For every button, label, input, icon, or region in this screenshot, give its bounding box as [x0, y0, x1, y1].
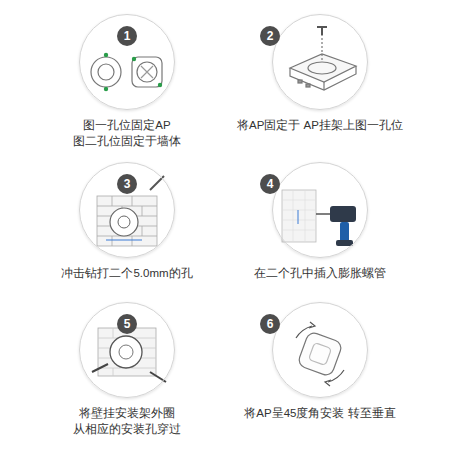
step-circle: 1图一孔位固定AP 图二孔位固定于墙体	[79, 14, 175, 110]
step-caption: 冲击钻打二个5.0mm的孔	[37, 265, 217, 281]
ap-drawing	[290, 27, 356, 90]
rotate-drawing	[296, 322, 344, 386]
step-caption: 将AP固定于 AP挂架上图一孔位	[230, 117, 410, 133]
step-caption: 图一孔位固定AP 图二孔位固定于墙体	[37, 117, 217, 149]
step-number: 2	[260, 26, 280, 46]
step-number: 1	[117, 26, 137, 46]
step-caption: 在二个孔中插入膨胀螺管	[230, 265, 410, 281]
step-number: 4	[260, 174, 280, 194]
step-circle: 6将AP呈45度角安装 转至垂直	[272, 302, 368, 398]
step-number: 6	[260, 314, 280, 334]
step-caption: 将壁挂安装架外圈 从相应的安装孔穿过	[37, 405, 217, 437]
step-number: 5	[117, 314, 137, 334]
drill-drawing	[282, 190, 356, 246]
step-caption: 将AP呈45度角安装 转至垂直	[230, 405, 410, 421]
bracket-drawing	[91, 57, 162, 87]
step-circle: 4在二个孔中插入膨胀螺管	[272, 162, 368, 258]
step-circle: 3冲击钻打二个5.0mm的孔	[79, 162, 175, 258]
step-circle: 5将壁挂安装架外圈 从相应的安装孔穿过	[79, 302, 175, 398]
step-circle: 2将AP固定于 AP挂架上图一孔位	[272, 14, 368, 110]
step-number: 3	[117, 174, 137, 194]
mount-drawing	[92, 328, 166, 382]
